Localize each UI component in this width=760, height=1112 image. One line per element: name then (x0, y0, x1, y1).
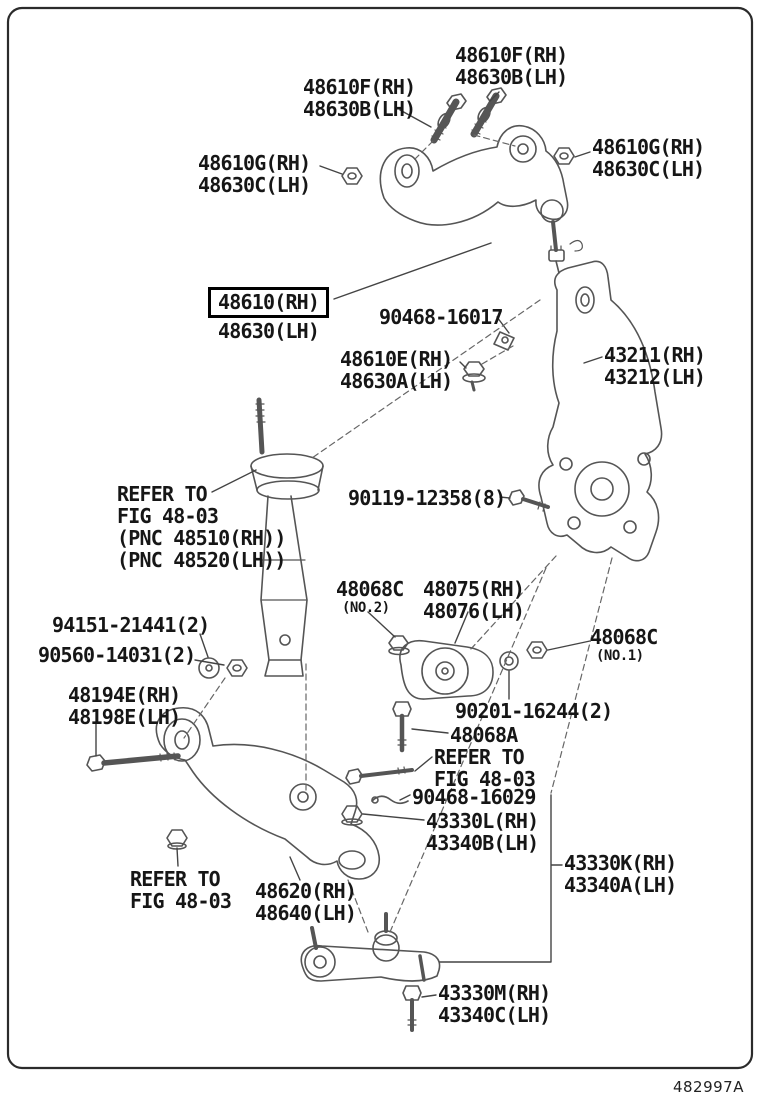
part-number-line: 48640(LH) (255, 901, 357, 925)
washer-94151 (198, 657, 220, 679)
label-48068C-no2[interactable]: 48068C (NO.2) (336, 577, 404, 616)
note-line: REFER TO (434, 745, 525, 769)
part-number-line: 48630(LH) (218, 319, 320, 343)
clip-90468-16029 (371, 795, 409, 805)
figure-code: 482997A (672, 1078, 744, 1096)
part-number-line: 48610F(RH) (455, 43, 568, 67)
washer-90201 (499, 651, 519, 671)
note-line: (PNC 48510(RH)) (117, 526, 286, 550)
bolt-48068A (392, 701, 412, 753)
steering-knuckle (538, 260, 663, 562)
part-number-line: 48630C(LH) (198, 173, 311, 197)
part-number-line: 43340A(LH) (564, 873, 677, 897)
part-number-line: 48630B(LH) (303, 97, 416, 121)
note-refer-fig-48-03-strut: REFER TO FIG 48-03 (PNC 48510(RH)) (PNC … (117, 483, 286, 571)
part-number-line: 90119-12358(8) (348, 486, 506, 510)
note-refer-fig-48-03-bolt: REFER TO FIG 48-03 (434, 745, 536, 791)
nut-90560 (226, 659, 248, 677)
label-48068A[interactable]: 48068A (450, 723, 518, 747)
label-90119-12358[interactable]: 90119-12358(8) (348, 486, 506, 510)
lower-control-arm (155, 706, 381, 880)
label-43211-43212[interactable]: 43211(RH) 43212(LH) (604, 343, 706, 389)
part-number-line: 94151-21441(2) (52, 613, 210, 637)
part-number-line: 48630A(LH) (340, 369, 453, 393)
label-48620-48640[interactable]: 48620(RH) 48640(LH) (255, 879, 357, 925)
part-number-note: (NO.2) (342, 600, 390, 616)
page-border (6, 6, 754, 1070)
part-number-line: 43212(LH) (604, 365, 706, 389)
upper-control-arm (379, 124, 583, 274)
part-number-line: 48068C (336, 577, 404, 601)
label-48610G-48630C-right[interactable]: 48610G(RH) 48630C(LH) (592, 135, 705, 181)
part-number-line: 48610E(RH) (340, 347, 453, 371)
part-number-line: 43340C(LH) (438, 1003, 551, 1027)
note-line: REFER TO (117, 482, 208, 506)
label-90201-16244[interactable]: 90201-16244(2) (455, 699, 613, 723)
label-48068C-no1[interactable]: 48068C (NO.1) (590, 625, 658, 664)
clip-90468-16017 (493, 331, 515, 351)
part-number-line: 48075(RH) (423, 577, 525, 601)
label-90468-16029[interactable]: 90468-16029 (412, 786, 536, 808)
upper-arm-mount-bolts (430, 87, 507, 144)
nut-lower-rear (166, 829, 188, 850)
nut-48068C-no1 (526, 641, 548, 659)
bolt-43330M (402, 985, 422, 1032)
upper-arm-nuts (341, 147, 575, 185)
part-number-line: 43340B(LH) (426, 831, 539, 855)
note-line: (PNC 48520(LH)) (117, 548, 286, 572)
part-number-line: 48068C (590, 625, 658, 649)
nut-43330L (341, 805, 363, 826)
label-43330K-43340A[interactable]: 43330K(RH) 43340A(LH) (564, 851, 677, 897)
part-number-line: 48194E(RH) (68, 683, 181, 707)
label-48610G-48630C-left[interactable]: 48610G(RH) 48630C(LH) (198, 151, 311, 197)
alignment-dashed-lines (183, 134, 613, 933)
note-line: FIG 48-03 (117, 504, 219, 528)
part-number-line: 90468-16029 (412, 785, 536, 809)
note-line: REFER TO (130, 867, 221, 891)
part-number-line: 48630B(LH) (455, 65, 568, 89)
label-90468-16017[interactable]: 90468-16017 (379, 306, 503, 328)
label-48610-48630-selected[interactable]: 48610(RH) 48630(LH) (208, 287, 330, 343)
part-number-line: 90468-16017 (379, 305, 503, 329)
bolt-48194E (86, 752, 181, 772)
label-48610E-48630A[interactable]: 48610E(RH) 48630A(LH) (340, 347, 453, 393)
part-number-line: 43330L(RH) (426, 809, 539, 833)
note-refer-fig-48-03-arm: REFER TO FIG 48-03 (130, 867, 232, 913)
label-43330M-43340C[interactable]: 43330M(RH) 43340C(LH) (438, 981, 551, 1027)
part-number-line: 90201-16244(2) (455, 699, 613, 723)
part-number-line: 48610F(RH) (303, 75, 416, 99)
label-48075-48076[interactable]: 48075(RH) 48076(LH) (423, 577, 525, 623)
part-number-line: 48076(LH) (423, 599, 525, 623)
part-number-line: 48610G(RH) (198, 151, 311, 175)
label-94151-21441[interactable]: 94151-21441(2) (52, 613, 210, 637)
part-number-line: 48068A (450, 723, 518, 747)
part-number-note: (NO.1) (596, 648, 644, 664)
note-line: FIG 48-03 (130, 889, 232, 913)
part-number-line: 90560-14031(2) (38, 643, 196, 667)
label-48610F-48630B-left[interactable]: 48610F(RH) 48630B(LH) (303, 75, 416, 121)
highlight-box: 48610(RH) (208, 287, 330, 318)
shock-absorber-strut (250, 397, 324, 677)
bolt-90119-12358 (508, 489, 550, 512)
label-48610F-48630B-right[interactable]: 48610F(RH) 48630B(LH) (455, 43, 568, 89)
label-90560-14031[interactable]: 90560-14031(2) (38, 643, 196, 667)
part-number-line: 43330K(RH) (564, 851, 677, 875)
lower-arm-bushing-48075 (388, 635, 494, 700)
part-number-line: 48630C(LH) (592, 157, 705, 181)
lower-ball-joint-assembly (300, 912, 441, 982)
part-number-line: 48198E(LH) (68, 705, 181, 729)
part-number-line: 48610(RH) (218, 290, 320, 314)
part-number-line: 43330M(RH) (438, 981, 551, 1005)
part-number-line: 43211(RH) (604, 343, 706, 367)
label-43330L-43340B[interactable]: 43330L(RH) 43340B(LH) (426, 809, 539, 855)
label-48194E-48198E[interactable]: 48194E(RH) 48198E(LH) (68, 683, 181, 729)
note-line: FIG 48-03 (434, 767, 536, 791)
leader-lines (95, 91, 603, 998)
flange-bolt-48610E (462, 361, 486, 392)
part-number-line: 48620(RH) (255, 879, 357, 903)
bolt-lower-front (345, 766, 414, 785)
part-number-line: 48610G(RH) (592, 135, 705, 159)
